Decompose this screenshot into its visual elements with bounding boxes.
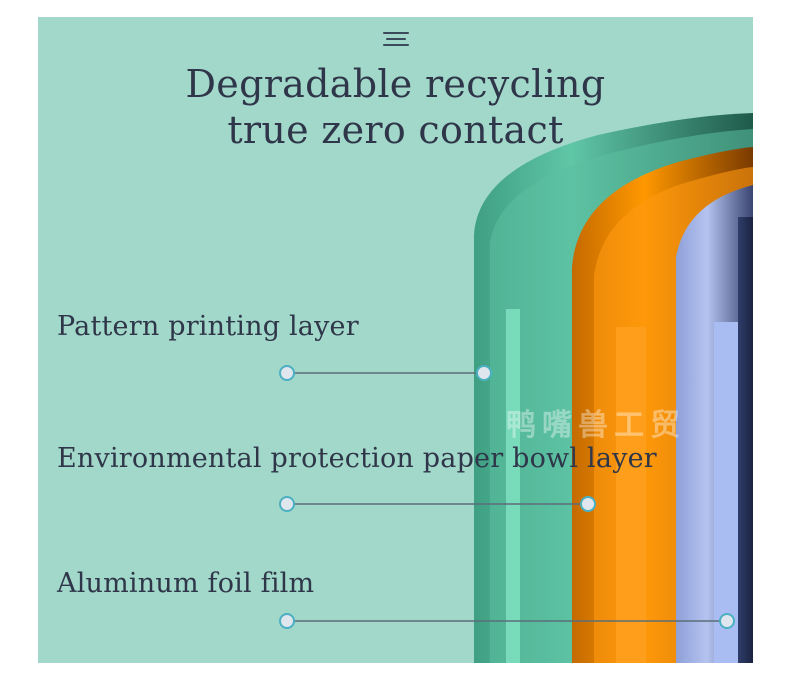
- callout-end-dot: [580, 496, 596, 512]
- callout-start-dot: [279, 613, 295, 629]
- label-aluminum-foil-film: Aluminum foil film: [57, 568, 315, 599]
- callout-end-dot: [719, 613, 735, 629]
- menu-icon[interactable]: [383, 30, 409, 48]
- blue-layer-highlight: [714, 322, 738, 663]
- label-paper-bowl-layer: Environmental protection paper bowl laye…: [57, 443, 657, 474]
- callout-start-dot: [279, 365, 295, 381]
- inner-dark-layer: [738, 217, 753, 663]
- orange-layer-highlight: [616, 327, 646, 663]
- page-title: Degradable recycling true zero contact: [38, 61, 753, 153]
- title-line-1: Degradable recycling: [185, 62, 606, 106]
- callout-aluminum-foil: [279, 613, 735, 629]
- callout-end-dot: [476, 365, 492, 381]
- callout-lines: [279, 365, 735, 629]
- product-panel: Degradable recycling true zero contact 鸭…: [38, 17, 753, 663]
- callout-paper-bowl: [279, 496, 596, 512]
- title-line-2: true zero contact: [227, 108, 564, 152]
- cup-layers-illustration: [474, 113, 753, 663]
- green-layer-highlight: [506, 309, 520, 663]
- callout-pattern-printing: [279, 365, 492, 381]
- callout-start-dot: [279, 496, 295, 512]
- label-pattern-printing-layer: Pattern printing layer: [57, 311, 359, 342]
- watermark-text: 鸭嘴兽工贸: [506, 408, 686, 443]
